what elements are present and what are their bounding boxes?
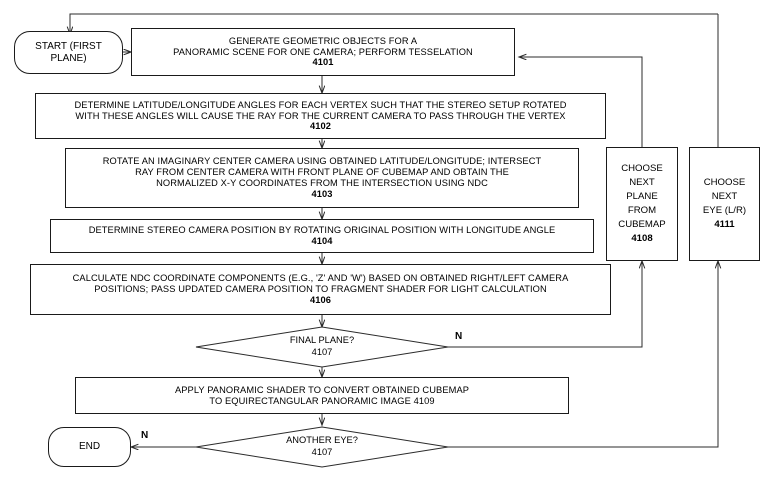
node-step-4102[interactable]: DETERMINE LATITUDE/LONGITUDE ANGLES FOR … xyxy=(35,93,606,139)
decision-another-eye-question: ANOTHER EYE? xyxy=(286,435,358,446)
edge-label-final-plane-no: N xyxy=(455,331,463,342)
step-4101-ref: 4101 xyxy=(312,57,334,68)
node-step-4101[interactable]: GENERATE GEOMETRIC OBJECTS FOR A PANORAM… xyxy=(131,28,515,76)
step-4108-line-5: CUBEMAP xyxy=(618,218,666,230)
step-4103-ref: 4103 xyxy=(311,188,333,199)
step-4109-line-2: TO EQUIRECTANGULAR PANORAMIC IMAGE 4109 xyxy=(209,395,435,406)
node-decision-another-eye[interactable]: ANOTHER EYE? 4107 xyxy=(195,426,449,468)
step-4101-line-1: GENERATE GEOMETRIC OBJECTS FOR A xyxy=(228,35,418,46)
decision-final-plane-question: FINAL PLANE? xyxy=(289,335,355,346)
step-4108-line-3: PLANE xyxy=(626,191,658,203)
step-4102-line-1: DETERMINE LATITUDE/LONGITUDE ANGLES FOR … xyxy=(74,99,567,110)
node-step-4108[interactable]: CHOOSE NEXT PLANE FROM CUBEMAP 4108 xyxy=(606,147,678,261)
decision-another-eye-ref: 4107 xyxy=(311,447,333,457)
step-4106-line-2: POSITIONS; PASS UPDATED CAMERA POSITION … xyxy=(94,284,547,295)
step-4108-line-1: CHOOSE xyxy=(621,163,663,175)
step-4111-ref: 4111 xyxy=(714,218,735,230)
decision-another-eye-shape xyxy=(195,426,449,468)
step-4108-ref: 4108 xyxy=(631,232,653,244)
step-4111-line-2: NEXT xyxy=(711,191,738,203)
node-step-4103[interactable]: ROTATE AN IMAGINARY CENTER CAMERA USING … xyxy=(65,148,579,208)
start-line-2: PLANE) xyxy=(50,52,87,64)
step-4104-ref: 4104 xyxy=(311,236,333,246)
step-4106-ref: 4106 xyxy=(309,294,332,305)
step-4102-line-2: WITH THESE ANGLES WILL CAUSE THE RAY FOR… xyxy=(75,110,566,121)
decision-final-plane-shape xyxy=(195,326,449,368)
decision-another-eye-text: ANOTHER EYE? 4107 xyxy=(196,427,448,467)
node-step-4111[interactable]: CHOOSE NEXT EYE (L/R) 4111 xyxy=(689,147,760,261)
end-label: END xyxy=(78,441,101,453)
step-4111-line-3: EYE (L/R) xyxy=(702,205,747,216)
node-end[interactable]: END xyxy=(48,427,131,467)
step-4103-line-1: ROTATE AN IMAGINARY CENTER CAMERA USING … xyxy=(102,156,542,167)
node-decision-final-plane[interactable]: FINAL PLANE? 4107 xyxy=(195,326,449,368)
node-step-4104[interactable]: DETERMINE STEREO CAMERA POSITION BY ROTA… xyxy=(50,219,594,253)
step-4103-line-2: RAY FROM CENTER CAMERA WITH FRONT PLANE … xyxy=(135,167,509,178)
node-step-4106[interactable]: CALCULATE NDC COORDINATE COMPONENTS (E.G… xyxy=(30,264,611,315)
decision-final-plane-ref: 4107 xyxy=(311,347,333,357)
start-line-1: START (FIRST xyxy=(35,40,102,52)
step-4108-line-2: NEXT xyxy=(629,177,655,189)
step-4111-line-1: CHOOSE xyxy=(703,177,746,189)
node-step-4109[interactable]: APPLY PANORAMIC SHADER TO CONVERT OBTAIN… xyxy=(75,377,569,414)
edge-label-another-eye-no: N xyxy=(141,430,149,441)
node-start[interactable]: START (FIRST PLANE) xyxy=(14,31,123,74)
step-4102-ref: 4102 xyxy=(309,121,332,132)
step-4101-line-2: PANORAMIC SCENE FOR ONE CAMERA; PERFORM … xyxy=(173,46,473,57)
decision-final-plane-text: FINAL PLANE? 4107 xyxy=(196,327,448,367)
step-4103-line-3: NORMALIZED X-Y COORDINATES FROM THE INTE… xyxy=(156,178,488,188)
step-4106-line-1: CALCULATE NDC COORDINATE COMPONENTS (E.G… xyxy=(72,273,569,284)
step-4108-line-4: FROM xyxy=(627,205,657,216)
step-4104-line-1: DETERMINE STEREO CAMERA POSITION BY ROTA… xyxy=(88,225,556,236)
step-4109-line-1: APPLY PANORAMIC SHADER TO CONVERT OBTAIN… xyxy=(174,384,470,395)
